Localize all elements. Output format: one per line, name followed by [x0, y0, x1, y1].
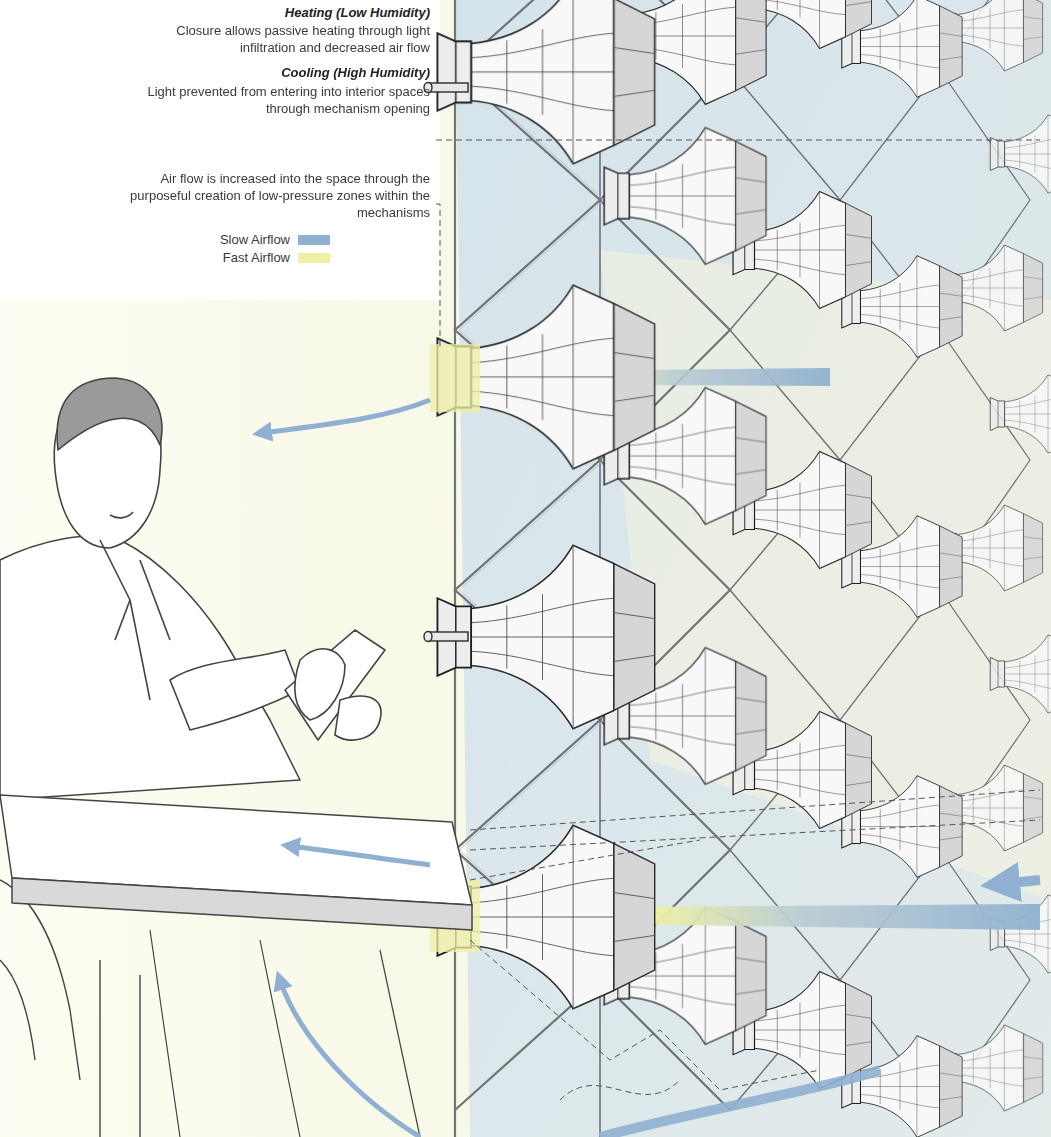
legend-text: Slow Airflow — [0, 232, 290, 248]
section-heading: Heating (Low Humidity) — [130, 4, 430, 21]
section-heading: Cooling (High Humidity) — [130, 64, 430, 81]
legend-text: Fast Airflow — [0, 250, 290, 266]
legend-swatch — [298, 253, 330, 263]
note-text: Closure allows passive heating through l… — [130, 22, 430, 56]
note-text: Air flow is increased into the space thr… — [130, 170, 430, 221]
legend-swatch — [298, 235, 330, 245]
note-text: Light prevented from entering into inter… — [130, 83, 430, 117]
